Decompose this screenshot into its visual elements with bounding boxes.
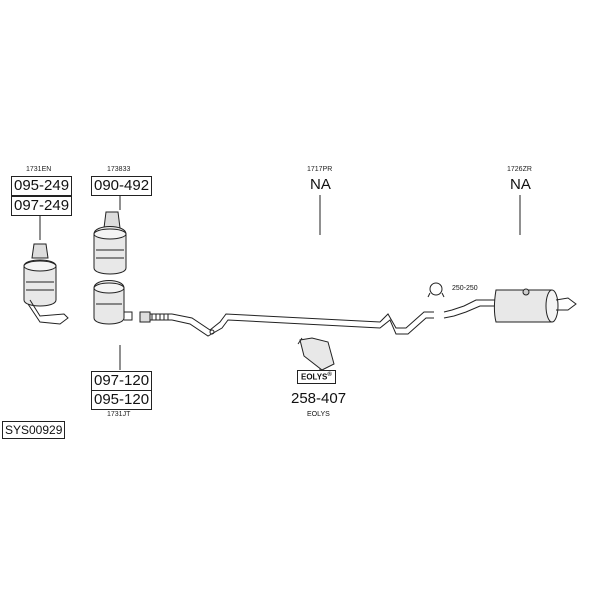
part-number[interactable]: 097-249	[11, 196, 73, 216]
clamp-icon	[427, 282, 445, 298]
eolys-badge-text: EOLYS	[301, 372, 328, 382]
left-catalyst-icon	[23, 243, 69, 325]
mid-catalyst-icon	[93, 211, 127, 275]
not-available-label: NA	[310, 176, 331, 193]
ref-pipe-mid: 1717PR	[307, 166, 333, 173]
ref-cat-mid: 173833	[107, 166, 131, 173]
ref-muffler: 1726ZR	[507, 166, 532, 173]
rear-muffler-icon	[443, 288, 577, 323]
part-number[interactable]: 090-492	[91, 176, 153, 196]
eolys-sub-label: EOLYS	[307, 411, 330, 418]
particulate-filter-icon	[93, 280, 133, 325]
system-code: SYS00929	[2, 421, 66, 439]
part-number[interactable]: 097-120	[91, 371, 153, 391]
eolys-part-number[interactable]: 258-407	[291, 390, 347, 407]
middle-pipe-icon	[139, 311, 434, 337]
part-number[interactable]: 095-249	[11, 176, 73, 196]
not-available-label: NA	[510, 176, 531, 193]
eolys-badge-registered: ®	[327, 372, 332, 378]
eolys-tank-icon	[297, 337, 335, 371]
ref-cat-left: 1731EN	[26, 166, 52, 173]
eolys-badge: EOLYS®	[297, 370, 336, 384]
clamp-label[interactable]: 250-250	[452, 285, 478, 292]
part-number[interactable]: 095-120	[91, 390, 153, 410]
ref-fap: 1731JT	[107, 411, 131, 418]
